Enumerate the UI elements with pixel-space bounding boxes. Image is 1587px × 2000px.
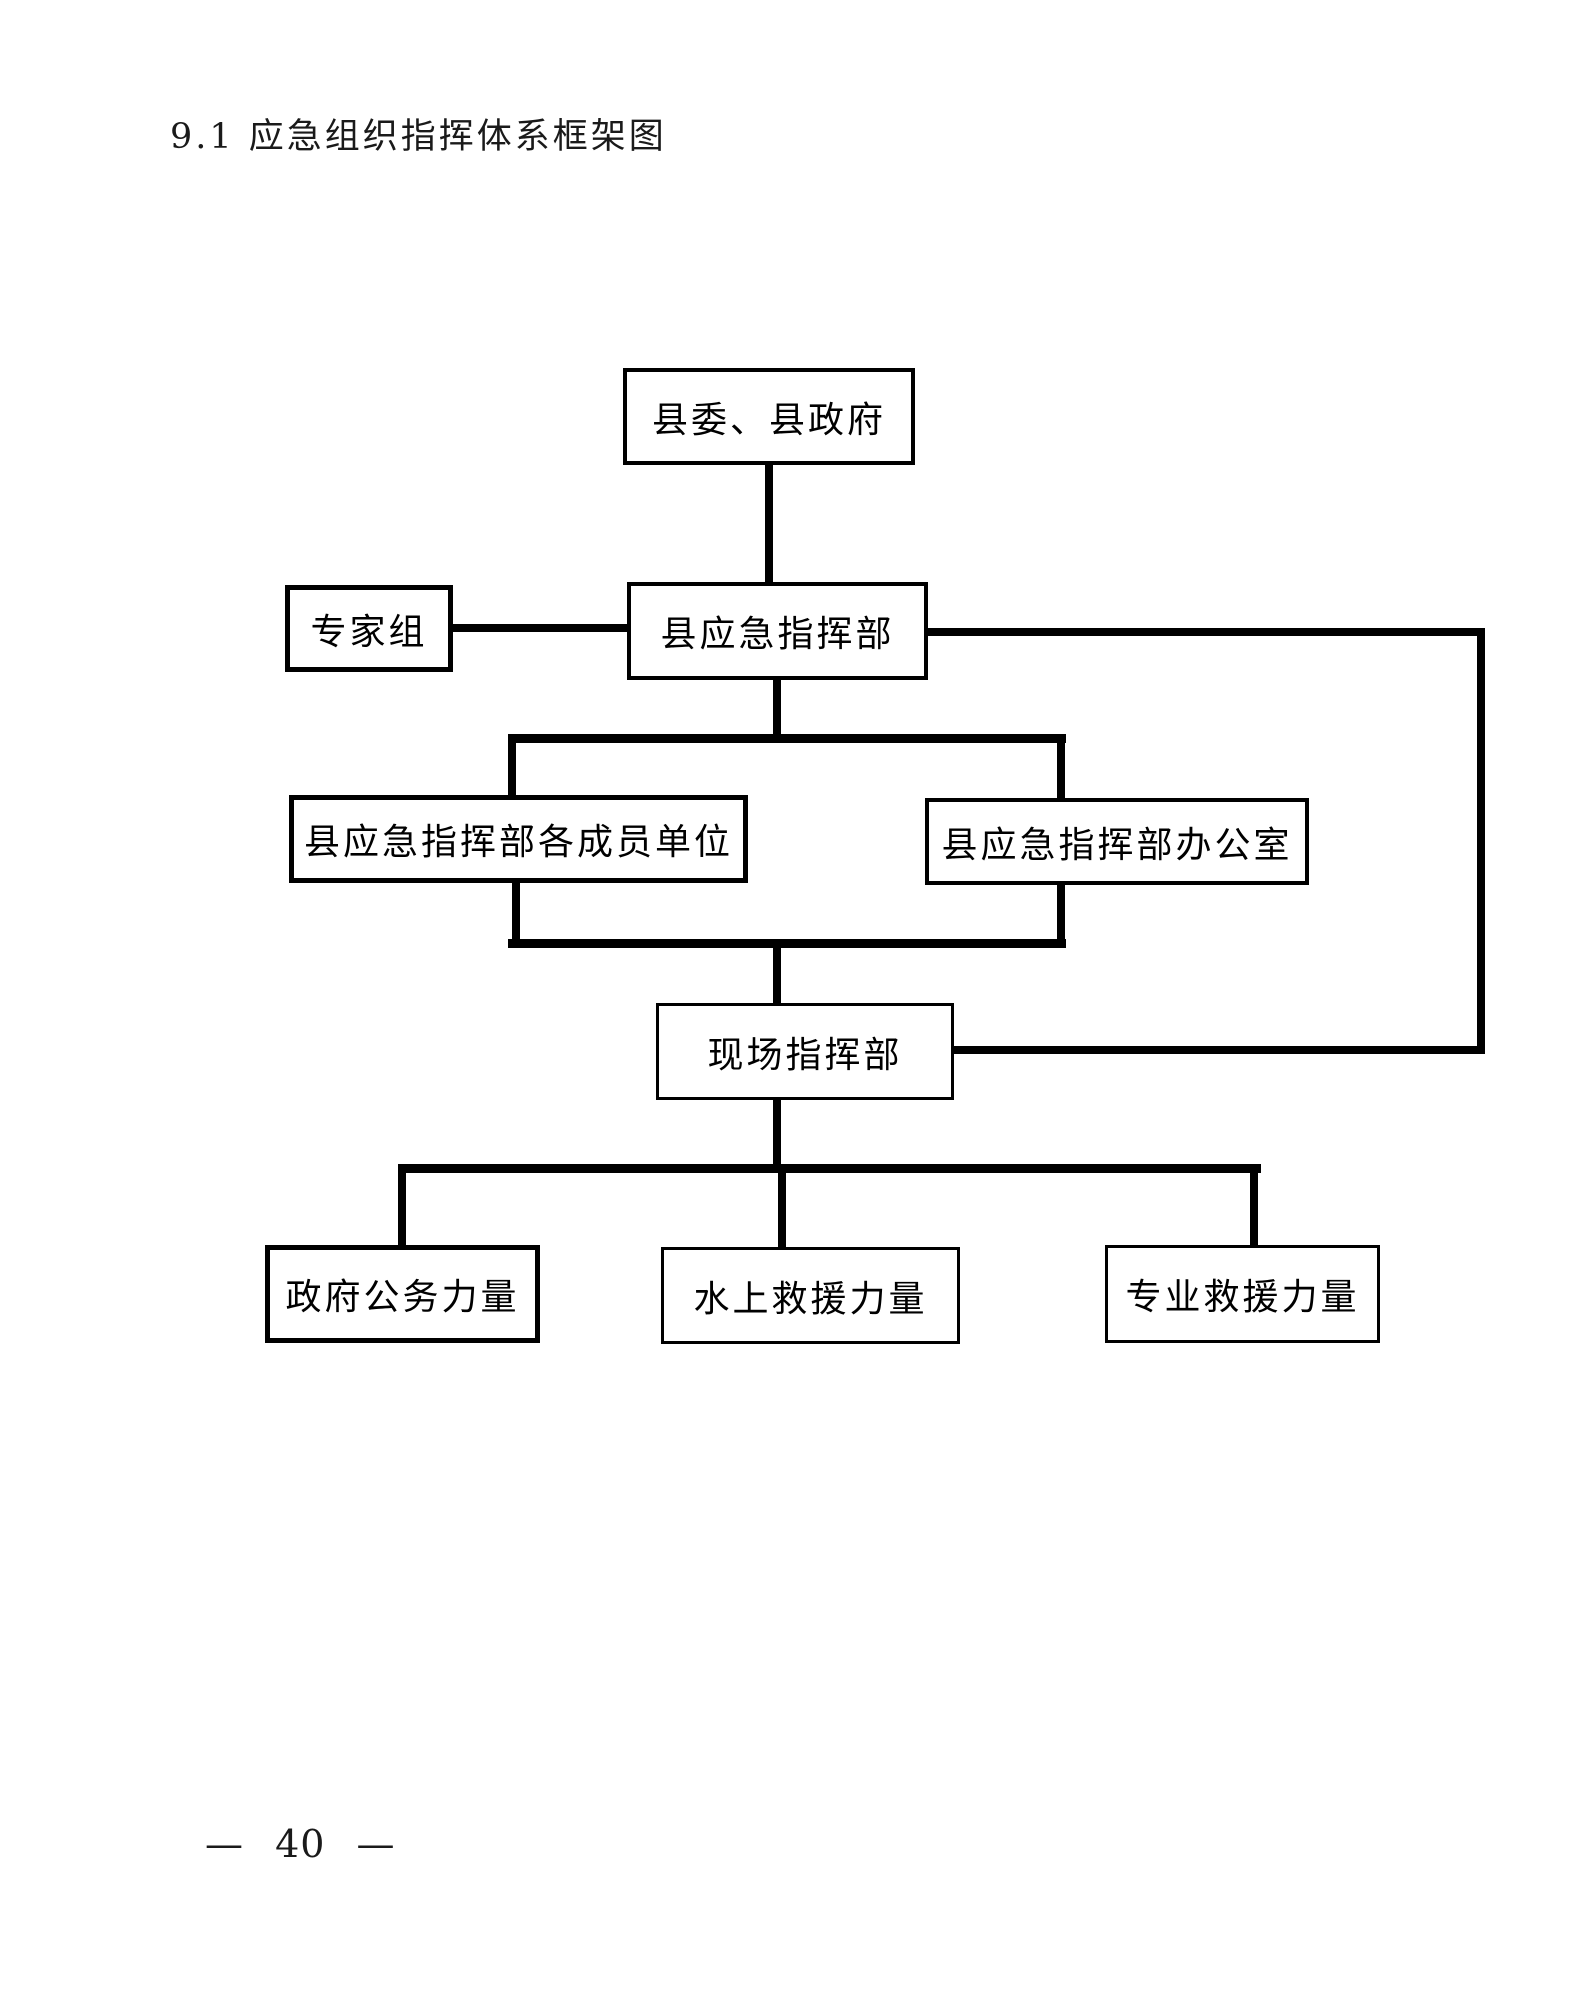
connector-distribution-left [398, 1164, 406, 1248]
page-number: — 40 — [205, 1822, 396, 1866]
connector-merge-bar [508, 939, 1066, 948]
connector-distribution-right [1250, 1164, 1258, 1248]
node-water-rescue-force: 水上救援力量 [661, 1247, 960, 1344]
connector-command-to-onsite-bottom [950, 1046, 1485, 1054]
connector-distribution-bar [398, 1164, 1261, 1173]
connector-merge-left [512, 880, 520, 946]
node-government-service-force: 政府公务力量 [265, 1245, 540, 1343]
connector-onsite-down [773, 1097, 781, 1171]
node-professional-rescue-force: 专业救援力量 [1105, 1245, 1380, 1343]
connector-merge-right [1057, 882, 1065, 946]
node-county-committee-government: 县委、县政府 [623, 368, 915, 465]
connector-branch-left [508, 734, 516, 798]
connector-command-to-onsite-right [1477, 628, 1485, 1052]
node-expert-group: 专家组 [285, 585, 453, 672]
connector-distribution-middle [778, 1164, 786, 1250]
connector-command-down [773, 678, 781, 740]
connector-gov-to-command [765, 465, 773, 585]
connector-merge-to-onsite [773, 939, 781, 1007]
connector-branch-bar [508, 734, 1066, 743]
section-title: 9.1 应急组织指挥体系框架图 [170, 117, 667, 157]
connector-branch-right [1057, 734, 1065, 802]
node-command-office: 县应急指挥部办公室 [925, 798, 1309, 885]
node-command-member-units: 县应急指挥部各成员单位 [289, 795, 748, 883]
node-county-emergency-command: 县应急指挥部 [627, 582, 928, 680]
node-onsite-command: 现场指挥部 [656, 1003, 954, 1100]
connector-command-to-onsite-top [926, 628, 1484, 636]
connector-expert-to-command [450, 624, 630, 632]
